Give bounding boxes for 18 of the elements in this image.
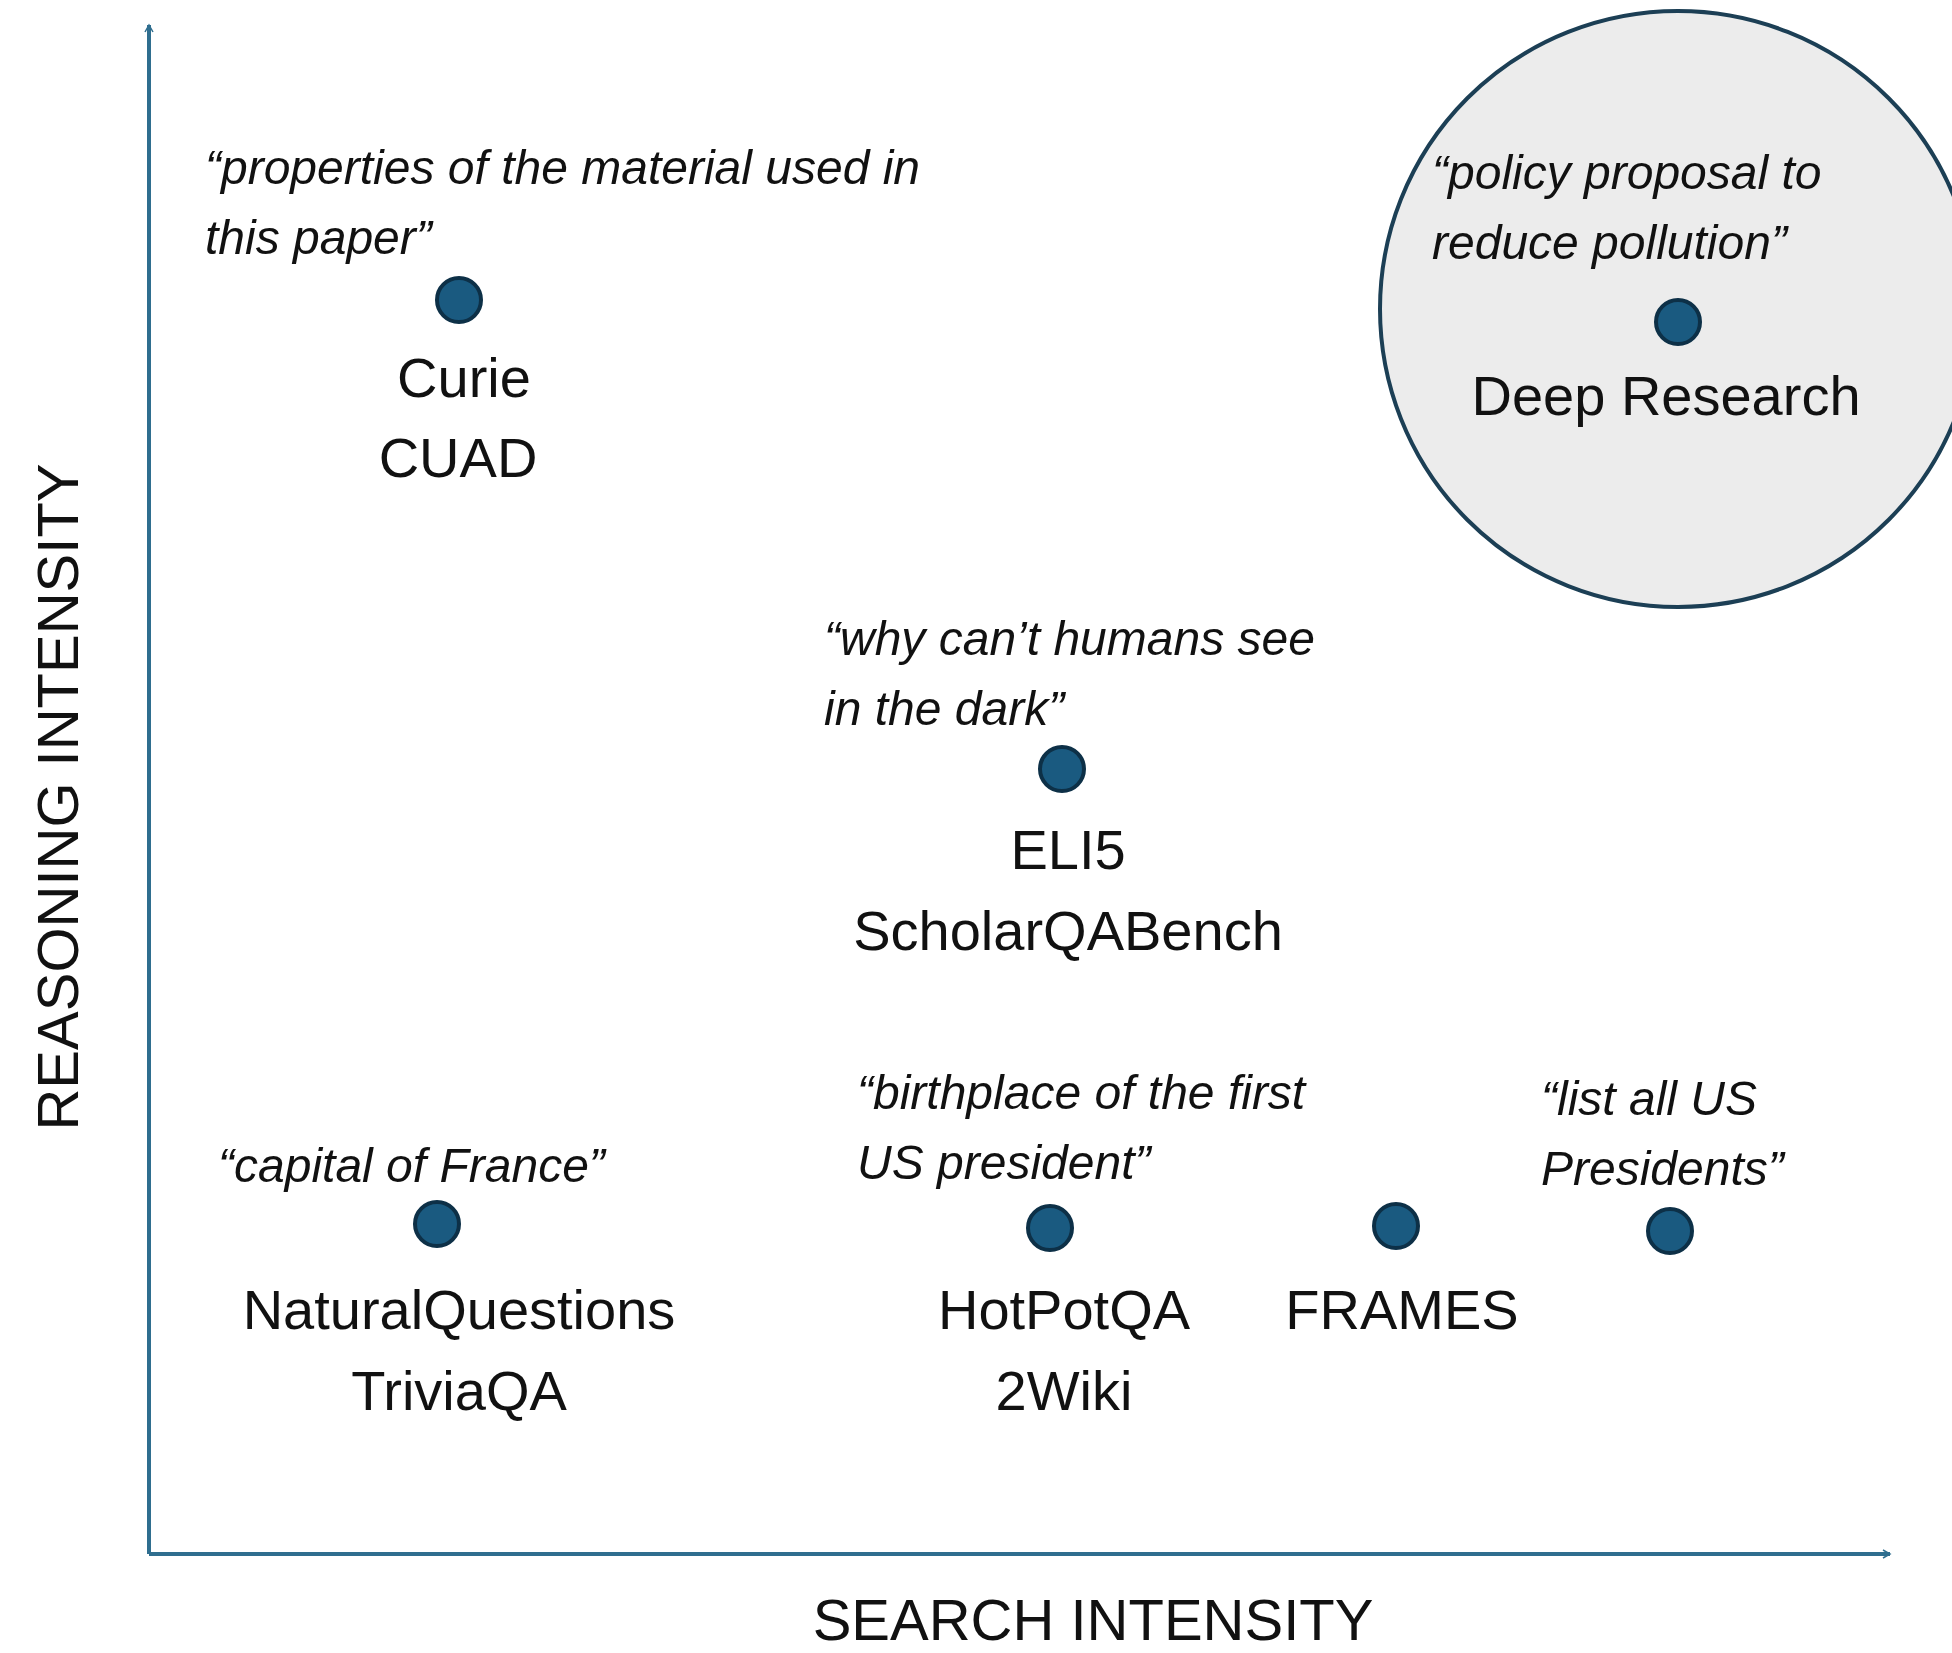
task-name: Deep Research <box>1471 363 1861 429</box>
benchmark-name: TriviaQA <box>351 1358 567 1424</box>
example-query: “capital of France” <box>218 1138 608 1194</box>
benchmark-name: FRAMES <box>1285 1277 1519 1343</box>
benchmark-name: Curie <box>397 345 531 411</box>
benchmark-name: CUAD <box>378 425 538 491</box>
axis-title: SEARCH INTENSITY <box>812 1586 1374 1653</box>
example-query: “birthplace of the first US president” <box>857 1065 1308 1191</box>
benchmark-name: NaturalQuestions <box>242 1277 676 1343</box>
benchmark-name: ScholarQABench <box>853 898 1283 964</box>
axis-title: REASONING INTENSITY <box>24 463 91 1131</box>
example-query: “properties of the material used in this paper” <box>205 140 922 266</box>
benchmark-name: 2Wiki <box>995 1358 1133 1424</box>
example-query: “list all US Presidents” <box>1541 1071 1787 1197</box>
example-query: “policy proposal to reduce pollution” <box>1432 145 1823 271</box>
example-query: “why can’t humans see in the dark” <box>824 611 1316 737</box>
benchmark-name: HotPotQA <box>937 1277 1191 1343</box>
benchmark-name: ELI5 <box>1010 817 1126 883</box>
